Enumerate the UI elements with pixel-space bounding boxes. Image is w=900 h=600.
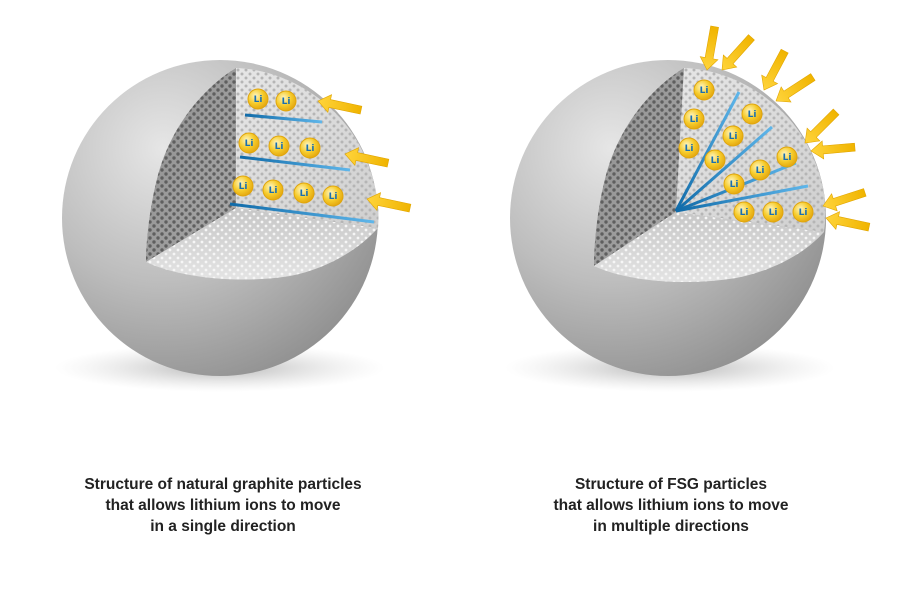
natural-graphite-particle: Li Li Li Li Li Li Li Li Li bbox=[55, 60, 412, 392]
caption-line: Structure of natural graphite particles bbox=[84, 476, 362, 493]
lithium-ion-icon: Li bbox=[268, 135, 290, 157]
lithium-ions: Li Li Li Li Li Li Li Li Li bbox=[232, 88, 344, 207]
ion-label: Li bbox=[254, 95, 263, 105]
lithium-ion-icon: Li bbox=[704, 149, 726, 171]
lithium-ion-icon: Li bbox=[722, 125, 744, 147]
lithium-ion-icon: Li bbox=[749, 159, 771, 181]
lithium-ion-icon: Li bbox=[776, 146, 798, 168]
ion-label: Li bbox=[700, 86, 709, 96]
ion-label: Li bbox=[740, 208, 749, 218]
caption-line: in a single direction bbox=[150, 518, 296, 535]
lithium-ion-icon: Li bbox=[733, 201, 755, 223]
lithium-ion-icon: Li bbox=[741, 103, 763, 125]
graphite-layer-line bbox=[244, 113, 323, 124]
ion-label: Li bbox=[711, 156, 720, 166]
graphite-layer-line bbox=[239, 155, 351, 172]
insertion-arrows bbox=[317, 94, 412, 213]
lithium-ion-icon: Li bbox=[238, 132, 260, 154]
lithium-ion-icon: Li bbox=[693, 79, 715, 101]
insertion-arrow-icon bbox=[699, 25, 719, 71]
insertion-arrow-icon bbox=[804, 108, 840, 144]
insertion-arrow-icon bbox=[822, 188, 867, 212]
insertion-arrow-icon bbox=[317, 94, 363, 115]
ion-label: Li bbox=[730, 180, 739, 190]
ion-label: Li bbox=[690, 115, 699, 125]
ion-label: Li bbox=[275, 142, 284, 152]
graphite-layer-line bbox=[675, 125, 773, 213]
caption-line: that allows lithium ions to move bbox=[553, 497, 789, 514]
insertion-arrow-icon bbox=[761, 48, 789, 91]
lithium-ion-icon: Li bbox=[723, 173, 745, 195]
ion-label: Li bbox=[269, 186, 278, 196]
caption-line: Structure of FSG particles bbox=[574, 476, 768, 493]
graphite-layer-line bbox=[675, 184, 809, 213]
ion-label: Li bbox=[300, 189, 309, 199]
lithium-ion-icon: Li bbox=[232, 175, 254, 197]
insertion-arrow-icon bbox=[366, 192, 412, 213]
insertion-arrow-icon bbox=[721, 34, 755, 71]
ion-label: Li bbox=[685, 144, 694, 154]
insertion-arrow-icon bbox=[775, 73, 816, 103]
lithium-ions: Li Li Li Li Li Li Li Li Li Li Li Li bbox=[678, 79, 814, 223]
ion-label: Li bbox=[306, 144, 315, 154]
ion-label: Li bbox=[783, 153, 792, 163]
caption-line: that allows lithium ions to move bbox=[105, 497, 341, 514]
ion-label: Li bbox=[756, 166, 765, 176]
insertion-arrow-icon bbox=[810, 140, 856, 160]
lithium-ion-icon: Li bbox=[299, 137, 321, 159]
fsg-caption: Structure of FSG particles that allows l… bbox=[506, 474, 836, 537]
natural-graphite-caption: Structure of natural graphite particles … bbox=[58, 474, 388, 537]
lithium-ion-icon: Li bbox=[322, 185, 344, 207]
lithium-ion-icon: Li bbox=[762, 201, 784, 223]
graphite-layer-line bbox=[674, 91, 741, 212]
ion-label: Li bbox=[799, 208, 808, 218]
ion-label: Li bbox=[282, 97, 291, 107]
lithium-ion-icon: Li bbox=[262, 179, 284, 201]
lithium-ion-icon: Li bbox=[247, 88, 269, 110]
insertion-arrow-icon bbox=[825, 211, 871, 232]
ion-label: Li bbox=[329, 192, 338, 202]
lithium-ion-icon: Li bbox=[792, 201, 814, 223]
ion-label: Li bbox=[245, 139, 254, 149]
fsg-particle: Li Li Li Li Li Li Li Li Li Li Li Li bbox=[505, 25, 871, 392]
lithium-ion-icon: Li bbox=[293, 182, 315, 204]
ion-label: Li bbox=[769, 208, 778, 218]
graphite-layer-line bbox=[229, 202, 375, 224]
lithium-ion-icon: Li bbox=[683, 108, 705, 130]
ion-label: Li bbox=[239, 182, 248, 192]
ion-label: Li bbox=[748, 110, 757, 120]
caption-line: in multiple directions bbox=[593, 518, 749, 535]
lithium-ion-icon: Li bbox=[275, 90, 297, 112]
ion-label: Li bbox=[729, 132, 738, 142]
insertion-arrows bbox=[699, 25, 871, 232]
insertion-arrow-icon bbox=[344, 147, 390, 168]
lithium-ion-icon: Li bbox=[678, 137, 700, 159]
